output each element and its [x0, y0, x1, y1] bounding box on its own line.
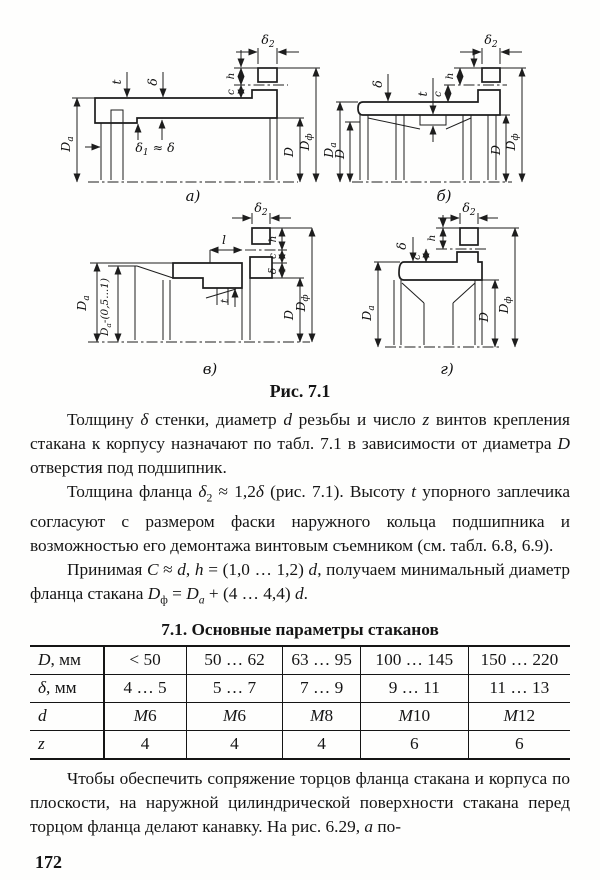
dim-label-delta: δ: [370, 80, 385, 88]
table-cell: 11 … 13: [468, 674, 570, 703]
table-cell: 7 … 9: [282, 674, 361, 703]
table-cell: 50 … 62: [186, 645, 284, 675]
dim-label-delta: δ: [394, 242, 409, 250]
dim-label-D-left: D: [332, 149, 347, 160]
page-number: 172: [35, 851, 62, 872]
dim-label-delta: δ: [145, 78, 160, 86]
table-cell: 4: [103, 730, 187, 759]
text-column: Рис. 7.1 Толщину δ стенки, диаметр d рез…: [30, 381, 570, 873]
dim-label-h: h: [225, 73, 237, 80]
dim-label-Df: Dф: [503, 133, 521, 151]
drawing-geometry-d: [374, 213, 519, 348]
figure-panel-a: δ2 t δ h c δ1 ≈ δ Dа D Dф а): [58, 32, 320, 205]
dim-label-h: h: [426, 235, 438, 242]
dim-label-D: D: [281, 310, 296, 321]
paragraph-2: Толщина фланца δ2 ≈ 1,2δ (рис. 7.1). Выс…: [30, 482, 570, 556]
figure-panel-b: δ2 δ t c h Dа D D Dф б): [321, 32, 526, 205]
table-cell: 150 … 220: [468, 645, 570, 675]
panel-a-caption: а): [186, 187, 201, 205]
dim-label-delta2: δ2: [484, 32, 498, 50]
table-row: δ, мм 4 … 5 5 … 7 7 … 9 9 … 11 11 … 13: [30, 674, 570, 703]
table-cell: 4: [282, 730, 361, 759]
table-cell: 100 … 145: [360, 645, 469, 675]
table-cell: 4 … 5: [103, 674, 187, 703]
table-cell: M6: [103, 702, 187, 731]
dim-label-Df: Dф: [496, 296, 514, 314]
dim-label-delta2: δ2: [261, 32, 275, 50]
dim-label-Da: Dа: [74, 295, 92, 311]
dim-label-Da: Dа: [58, 136, 76, 152]
dim-label-delta: δ: [267, 268, 279, 274]
figure-panel-c: δ2 l t h c δ Dа Dа-(0,5...1) D Dф в): [74, 200, 316, 378]
table-cell: 6: [515, 734, 524, 754]
table-cell: M12: [468, 702, 570, 731]
dim-label-delta2: δ2: [462, 200, 476, 218]
panel-b-caption: б): [436, 187, 451, 205]
dim-label-t: t: [415, 91, 430, 97]
figure-caption: Рис. 7.1: [269, 381, 331, 401]
paragraph-3: Принимая C ≈ d, h = (1,0 … 1,2) d, получ…: [30, 560, 571, 607]
table-cell: 5 … 7: [186, 674, 284, 703]
dim-label-c: c: [411, 254, 423, 260]
dim-label-D-right: D: [488, 145, 503, 156]
table-cell: 9 … 11: [360, 674, 469, 703]
dim-label-c: c: [225, 89, 237, 95]
table-cell: D, мм: [30, 645, 105, 675]
table-cell: < 50: [103, 645, 187, 675]
dim-label-c: c: [267, 253, 279, 259]
drawing-geometry-b: [336, 48, 526, 183]
table-cell: 6: [360, 730, 469, 759]
table-cell: M8: [282, 702, 361, 731]
dim-label-t: t: [219, 298, 231, 303]
dim-label-l: l: [222, 232, 226, 247]
dim-label-Da: Dа: [359, 305, 377, 321]
paragraph-1: Толщину δ стенки, диаметр d резьбы и чис…: [30, 410, 570, 477]
dim-label-h: h: [267, 236, 279, 243]
dim-label-c: c: [432, 91, 444, 97]
table-title: 7.1. Основные параметры стаканов: [161, 619, 439, 639]
drawing-geometry-a: [72, 48, 320, 183]
table-row: d M6 M6 M8 M10 M12: [30, 702, 570, 731]
parameters-table: D, мм < 50 50 … 62 63 … 95 100 … 145 150…: [30, 644, 570, 760]
dim-label-t: t: [109, 79, 124, 85]
panel-c-caption: в): [203, 360, 218, 378]
table-row: z 4 4 4 6 6: [30, 730, 570, 759]
table-cell: d: [30, 702, 105, 731]
dim-label-h: h: [444, 73, 456, 80]
dim-label-Da: Dа: [321, 142, 339, 158]
paragraph-4: Чтобы обеспечить сопряжение торцов фланц…: [30, 768, 570, 836]
table-cell: z: [30, 730, 105, 759]
table-cell: 63 … 95: [282, 645, 361, 675]
dim-label-Df: Dф: [297, 133, 315, 151]
table-cell: M10: [360, 702, 469, 731]
table-cell: 4: [186, 730, 284, 759]
table-cell: M6: [186, 702, 284, 731]
dim-label-D: D: [281, 147, 296, 158]
table-row: D, мм < 50 50 … 62 63 … 95 100 … 145 150…: [30, 645, 570, 675]
dim-label-delta2: δ2: [254, 200, 268, 218]
drawing-geometry-c: [88, 213, 316, 343]
dim-label-delta1: δ1 ≈ δ: [135, 140, 174, 158]
panel-d-caption: г): [440, 360, 454, 378]
figure-panel-d: δ2 δ h c Dа D Dф г): [359, 200, 519, 378]
table-cell: δ, мм: [30, 674, 105, 703]
dim-label-Df: Dф: [293, 294, 311, 312]
dim-label-Da-minus: Dа-(0,5...1): [99, 278, 113, 337]
dim-label-D: D: [476, 312, 491, 323]
